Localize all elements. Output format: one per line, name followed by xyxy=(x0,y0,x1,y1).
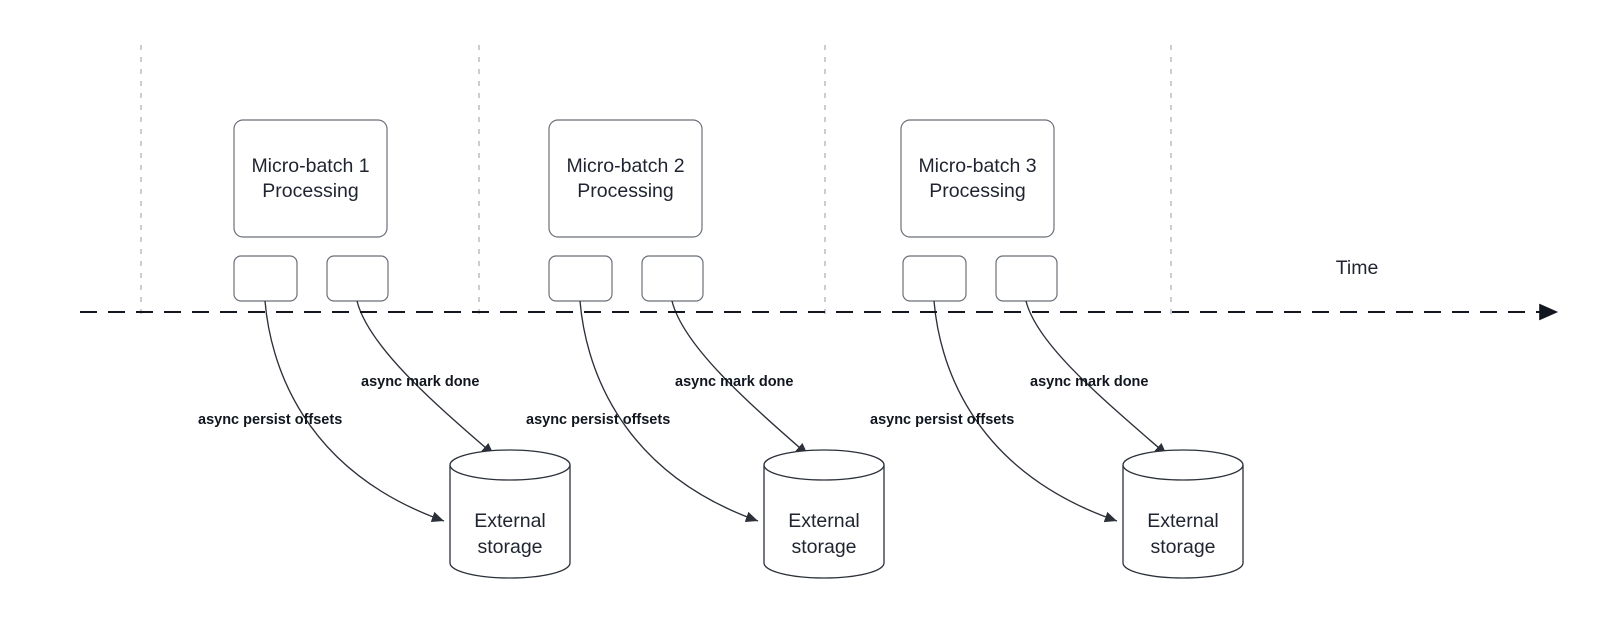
group-micro-batch-2: Micro-batch 2 Processing async persist off… xyxy=(526,119,885,579)
storage-cylinder-body[interactable] xyxy=(449,465,571,579)
task-box-task-2b[interactable] xyxy=(641,255,704,302)
task-box-task-2a[interactable] xyxy=(548,255,613,302)
edge-mark-done-2 xyxy=(671,300,809,456)
batch-boundary-tick-lines xyxy=(140,45,1172,320)
storage-label-line1: External xyxy=(788,510,860,532)
process-box-micro-batch-2[interactable] xyxy=(548,119,703,238)
process-box-label-line1: Micro-batch 2 xyxy=(566,155,684,177)
storage-label-line1: External xyxy=(474,510,546,532)
edge-label-mark-done-3: async mark done xyxy=(1030,374,1148,390)
edge-persist-offsets-2 xyxy=(579,300,759,522)
edge-mark-done-1 xyxy=(356,300,495,456)
storage-cylinder-body[interactable] xyxy=(1122,465,1244,579)
storage-label-line2: storage xyxy=(791,536,856,558)
process-box-label-line1: Micro-batch 1 xyxy=(251,155,369,177)
task-box-task-3b[interactable] xyxy=(995,255,1058,302)
edge-persist-offsets-1 xyxy=(264,300,445,523)
process-box-label-line2: Processing xyxy=(929,180,1025,202)
micro-batch-groups-layer: Micro-batch 1 Processing async persist off… xyxy=(198,119,1244,579)
edge-label-persist-offsets-3: async persist offsets xyxy=(870,412,1014,428)
storage-label-line2: storage xyxy=(477,536,542,558)
process-box-micro-batch-1[interactable] xyxy=(233,119,388,238)
storage-cylinder-top xyxy=(763,449,885,481)
group-micro-batch-1: Micro-batch 1 Processing async persist off… xyxy=(198,119,571,579)
storage-cylinder-top xyxy=(449,449,571,481)
group-micro-batch-3: Micro-batch 3 Processing async persist off… xyxy=(870,119,1244,579)
storage-label-line1: External xyxy=(1147,510,1219,532)
edge-label-persist-offsets-1: async persist offsets xyxy=(198,412,342,428)
process-box-label-line1: Micro-batch 3 xyxy=(918,155,1036,177)
storage-cylinder-top xyxy=(1122,449,1244,481)
edge-label-mark-done-1: async mark done xyxy=(361,374,479,390)
process-box-micro-batch-3[interactable] xyxy=(900,119,1055,238)
edge-label-mark-done-2: async mark done xyxy=(675,374,793,390)
process-box-label-line2: Processing xyxy=(577,180,673,202)
storage-label-line2: storage xyxy=(1150,536,1215,558)
task-box-task-1b[interactable] xyxy=(326,255,389,302)
edge-mark-done-3 xyxy=(1025,300,1168,456)
time-axis-label: Time xyxy=(1336,257,1379,279)
process-box-label-line2: Processing xyxy=(262,180,358,202)
task-box-task-1a[interactable] xyxy=(233,255,298,302)
edge-label-persist-offsets-2: async persist offsets xyxy=(526,412,670,428)
storage-cylinder-body[interactable] xyxy=(763,465,885,579)
edge-persist-offsets-3 xyxy=(933,300,1118,523)
task-box-task-3a[interactable] xyxy=(902,255,967,302)
